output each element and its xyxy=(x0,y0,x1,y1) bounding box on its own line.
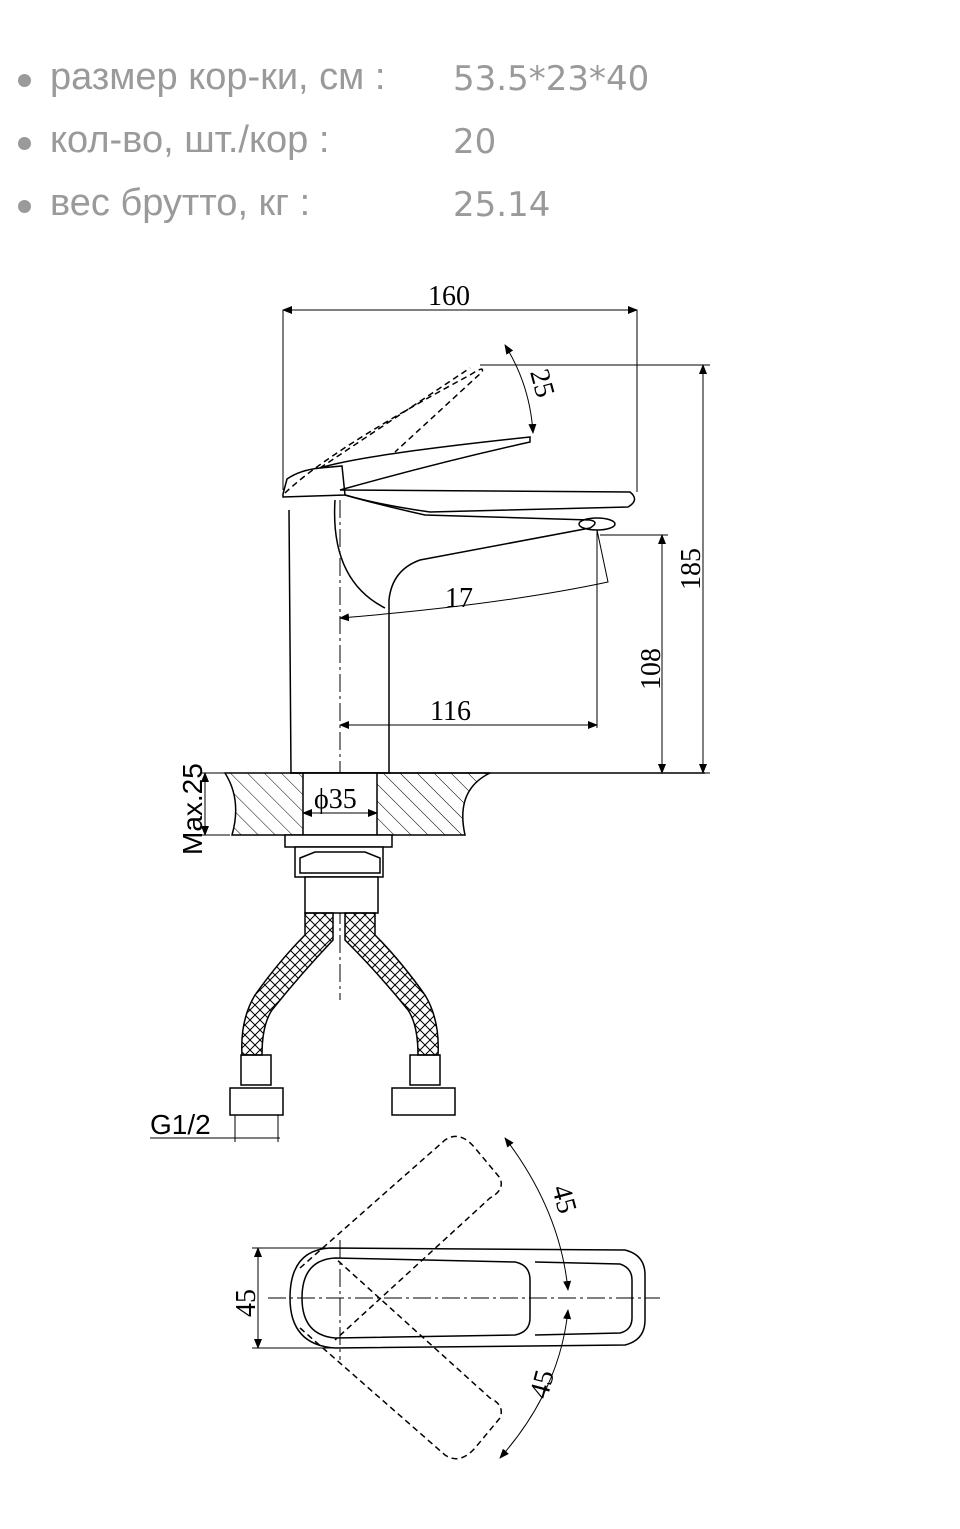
label-top-width: 45 xyxy=(231,1289,262,1317)
hose-left xyxy=(241,912,334,1056)
dim-arc-rotation-lower xyxy=(499,1309,572,1459)
label-width: 160 xyxy=(428,281,470,312)
mounting-nut xyxy=(284,834,393,848)
label-max-thickness: Max.25 xyxy=(177,763,208,855)
spec-label: размер кор-ки, см : xyxy=(50,56,386,98)
label-spout-reach: 116 xyxy=(430,696,471,727)
label-thread: G1/2 xyxy=(150,1109,211,1140)
handle-rotated-down-dashed xyxy=(299,1257,502,1460)
side-view xyxy=(150,306,710,1142)
spec-value: 20 xyxy=(453,122,497,162)
spec-value: 53.5*23*40 xyxy=(453,59,650,99)
spec-label: кол-во, шт./кор : xyxy=(50,119,330,161)
handle-closed xyxy=(319,436,636,513)
handle-rotated-up-dashed xyxy=(299,1135,502,1341)
bullet-icon xyxy=(18,200,31,213)
mounting-hole xyxy=(302,772,378,836)
label-height: 185 xyxy=(676,548,707,590)
bullet-icon xyxy=(18,137,31,150)
label-spout-radius: 17 xyxy=(445,583,473,614)
cartridge-cap xyxy=(282,465,346,498)
bullet-icon xyxy=(18,74,31,87)
fitting-right-sleeve xyxy=(409,1054,441,1086)
handle-open-dashed xyxy=(284,367,484,494)
label-rotation-upper: 45 xyxy=(545,1182,582,1217)
dim-arc-rotation-upper xyxy=(504,1137,572,1291)
dim-line-spout-radius xyxy=(339,529,609,622)
fitting-left-sleeve xyxy=(240,1054,272,1086)
label-spout-height: 108 xyxy=(636,648,667,690)
spec-row-quantity: кол-во, шт./кор : 20 xyxy=(0,113,960,176)
fitting-right-nut xyxy=(391,1087,456,1116)
top-view xyxy=(252,1135,660,1460)
aerator xyxy=(578,517,616,531)
specifications-list: размер кор-ки, см : 53.5*23*40 кол-во, ш… xyxy=(0,50,960,239)
dim-arc-handle xyxy=(504,344,537,434)
fitting-left-nut xyxy=(229,1087,284,1116)
spec-row-box-size: размер кор-ки, см : 53.5*23*40 xyxy=(0,50,960,113)
spec-value: 25.14 xyxy=(453,185,551,225)
label-handle-angle: 25 xyxy=(523,366,560,401)
label-diameter: ϕ35 xyxy=(314,784,357,815)
body-inner-curve xyxy=(333,499,386,609)
faucet-body xyxy=(288,494,596,774)
label-rotation-lower: 45 xyxy=(524,1367,561,1402)
spec-label: вес брутто, кг : xyxy=(50,182,311,224)
hose-right xyxy=(344,912,439,1056)
spec-row-gross-weight: вес брутто, кг : 25.14 xyxy=(0,176,960,239)
